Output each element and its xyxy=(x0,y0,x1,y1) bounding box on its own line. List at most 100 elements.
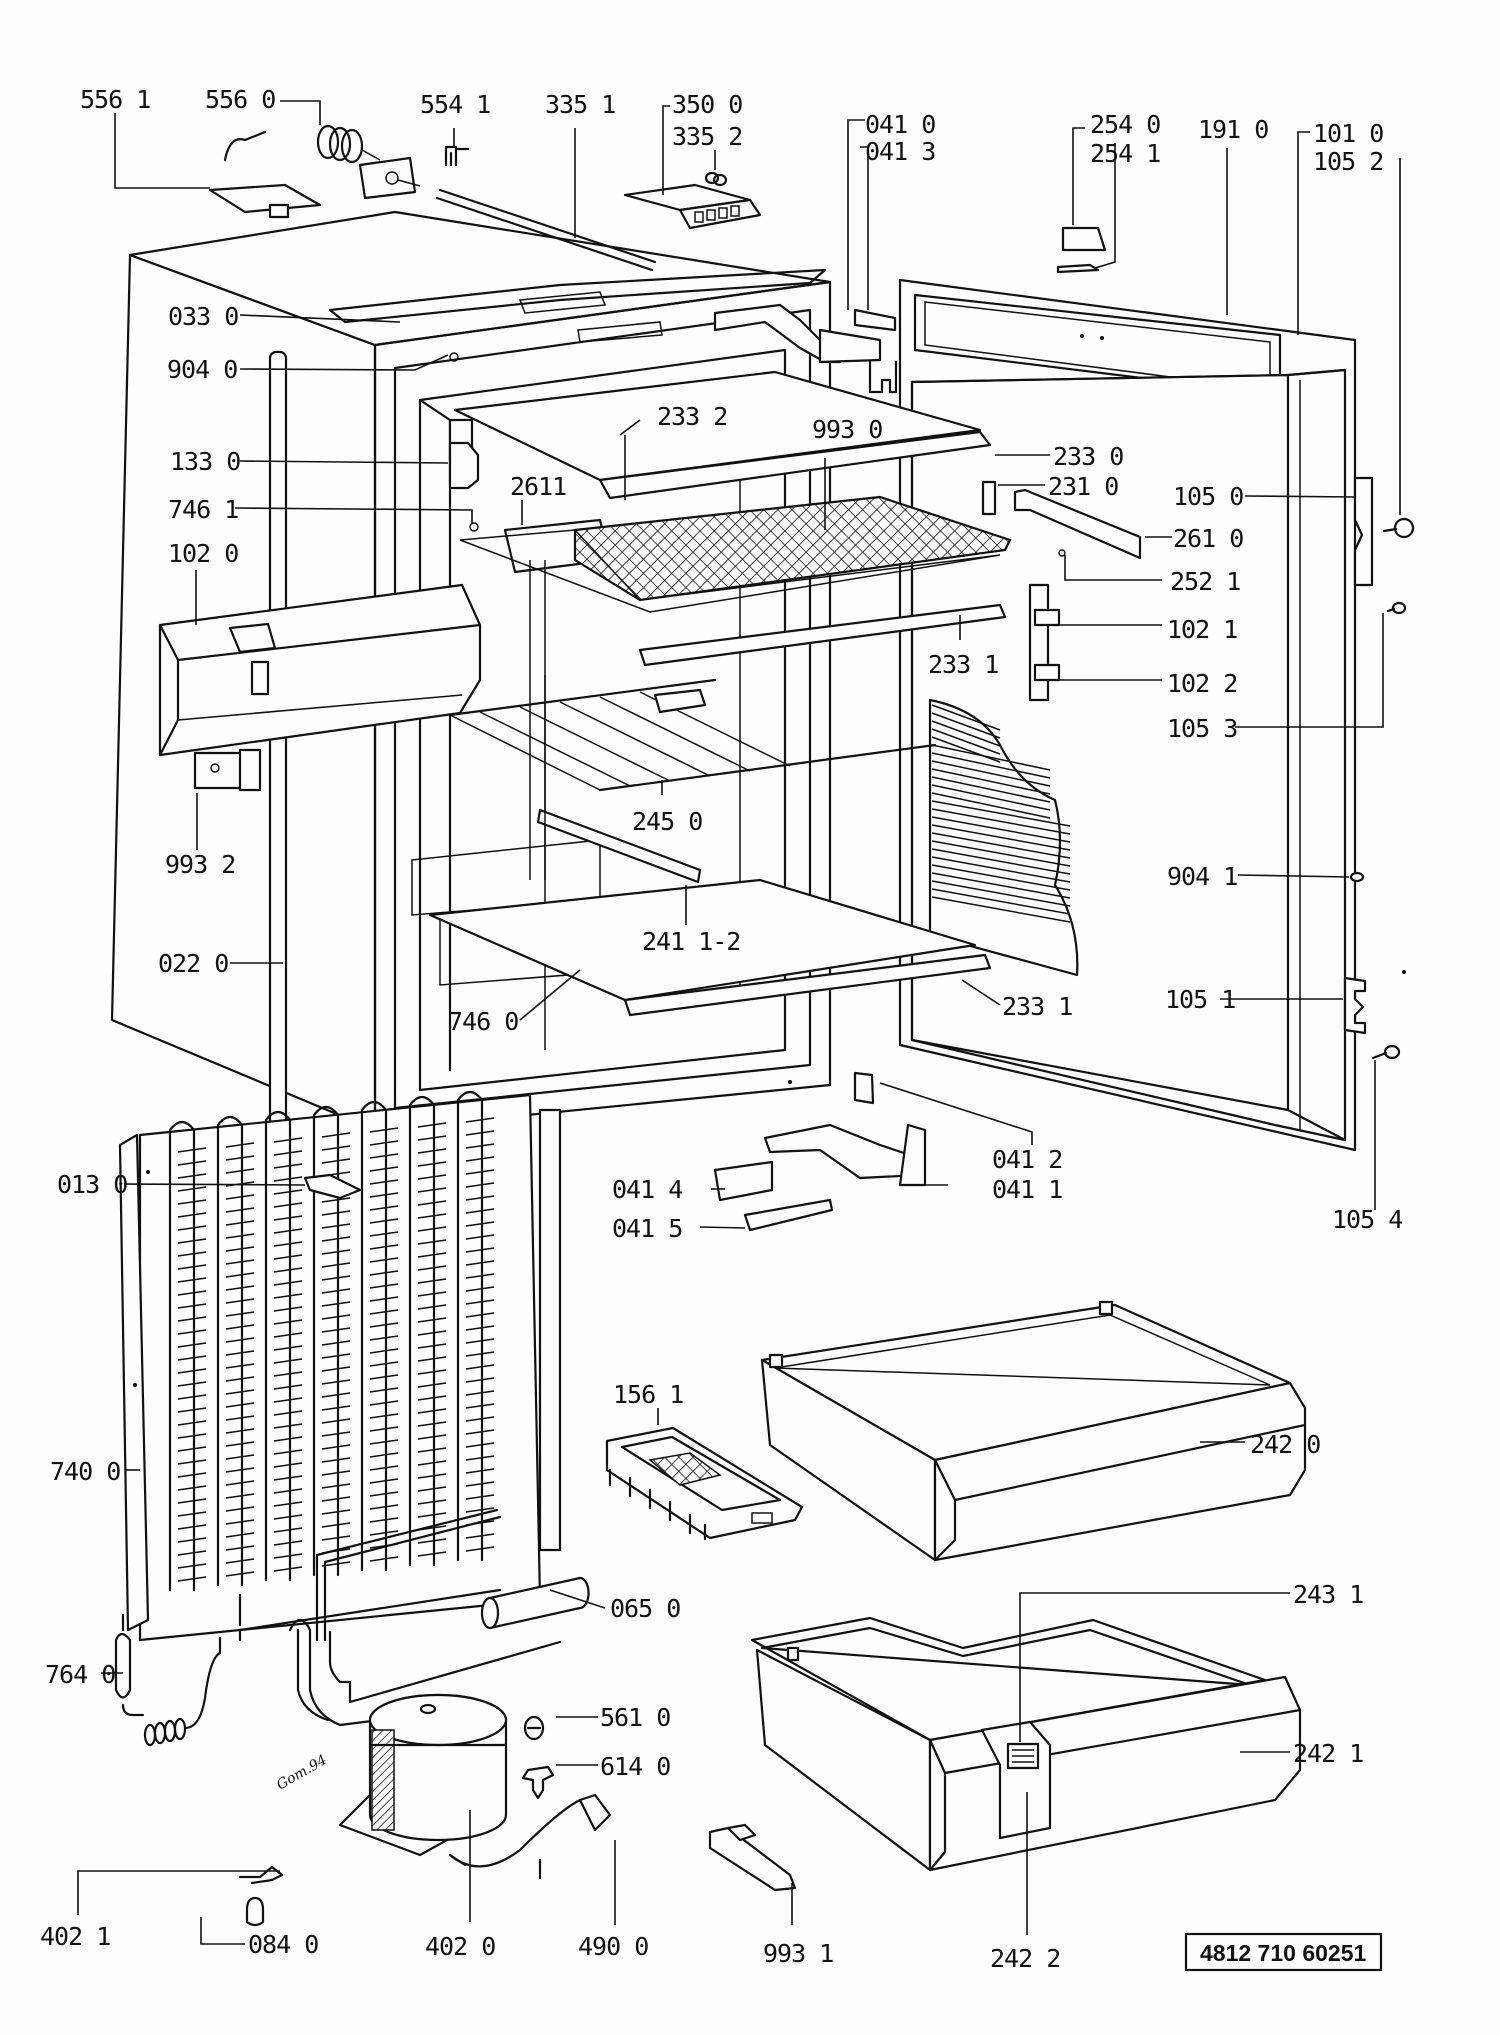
condenser-fin xyxy=(177,1511,207,1517)
label-904-0: 904 0 xyxy=(167,355,237,384)
condenser-fin xyxy=(417,1122,447,1128)
label-261-0: 261 0 xyxy=(1173,524,1243,553)
condenser-fin xyxy=(417,1252,447,1258)
hatch-line xyxy=(931,808,1071,835)
condenser-fin xyxy=(321,1158,351,1164)
label-554-1: 554 1 xyxy=(420,90,490,119)
label-764-0: 764 0 xyxy=(45,1660,115,1689)
condenser-fin xyxy=(369,1478,399,1484)
hatch-line xyxy=(931,832,1071,859)
condenser-fin xyxy=(177,1381,207,1387)
condenser-fin xyxy=(369,1426,399,1432)
condenser-fin xyxy=(465,1377,495,1383)
condenser-fin xyxy=(369,1439,399,1445)
condenser-fin xyxy=(321,1197,351,1203)
condenser-fin xyxy=(177,1186,207,1192)
hatch-line xyxy=(931,824,1071,851)
condenser-fin xyxy=(321,1392,351,1398)
label-102-2: 102 2 xyxy=(1167,669,1237,698)
label-335-1: 335 1 xyxy=(545,90,615,119)
condenser-fin xyxy=(321,1405,351,1411)
condenser-fin xyxy=(177,1173,207,1179)
label-335-2: 335 2 xyxy=(672,122,742,151)
door xyxy=(898,278,1357,1152)
condenser-fin xyxy=(465,1533,495,1539)
condenser-fin xyxy=(177,1563,207,1569)
condenser-fin xyxy=(273,1137,303,1143)
label-013-0: 013 0 xyxy=(57,1170,127,1199)
label-242-1: 242 1 xyxy=(1293,1739,1363,1768)
condenser-fin xyxy=(417,1239,447,1245)
label-105-0: 105 0 xyxy=(1173,482,1243,511)
condenser-fin xyxy=(273,1202,303,1208)
hatch-line xyxy=(931,792,1051,819)
door-hardware xyxy=(448,352,1415,1060)
hatch-line xyxy=(931,872,1071,899)
condenser-fin xyxy=(273,1410,303,1416)
condenser-fin xyxy=(225,1363,255,1369)
condenser-fin xyxy=(273,1319,303,1325)
condenser-fin xyxy=(369,1179,399,1185)
label-241-1-2: 241 1-2 xyxy=(642,927,740,956)
label-084-0: 084 0 xyxy=(248,1930,318,1959)
condenser-fin xyxy=(465,1182,495,1188)
condenser-fin xyxy=(321,1353,351,1359)
top-components xyxy=(208,124,1107,274)
condenser-fin xyxy=(321,1418,351,1424)
label-233-1-upper: 233 1 xyxy=(928,650,998,679)
label-065-0: 065 0 xyxy=(610,1594,680,1623)
condenser-fin xyxy=(321,1249,351,1255)
label-041-1: 041 1 xyxy=(992,1175,1062,1204)
condenser-fin xyxy=(417,1135,447,1141)
condenser-fin xyxy=(417,1512,447,1518)
condenser-fin xyxy=(225,1467,255,1473)
condenser-fin xyxy=(321,1379,351,1385)
condenser-fin xyxy=(177,1147,207,1153)
condenser-fin xyxy=(225,1389,255,1395)
condenser-fin xyxy=(273,1397,303,1403)
condenser-fin xyxy=(321,1561,351,1567)
condenser-fin xyxy=(177,1550,207,1556)
condenser-fin xyxy=(321,1132,351,1138)
label-746-1: 746 1 xyxy=(168,495,238,524)
condenser-fin xyxy=(321,1223,351,1229)
condenser-fin xyxy=(369,1335,399,1341)
thermostat-housing xyxy=(158,583,482,757)
condenser-fin xyxy=(465,1143,495,1149)
condenser-fin xyxy=(177,1498,207,1504)
label-105-4: 105 4 xyxy=(1332,1205,1402,1234)
condenser-fin xyxy=(369,1153,399,1159)
condenser-fin xyxy=(177,1524,207,1530)
condenser-fin xyxy=(177,1225,207,1231)
condenser-fin xyxy=(417,1421,447,1427)
mesh-shelf xyxy=(573,495,1012,602)
condenser-fin xyxy=(321,1236,351,1242)
condenser-fin xyxy=(465,1117,495,1123)
condenser-fin xyxy=(225,1350,255,1356)
condenser-fin xyxy=(465,1286,495,1292)
label-041-2: 041 2 xyxy=(992,1145,1062,1174)
condenser-fin xyxy=(465,1390,495,1396)
condenser-fin xyxy=(465,1429,495,1435)
condenser-fin xyxy=(225,1493,255,1499)
label-254-0: 254 0 xyxy=(1090,110,1160,139)
hatch-line xyxy=(931,704,1001,731)
crisper-drawer-242-0 xyxy=(760,1300,1307,1562)
condenser-fin xyxy=(177,1407,207,1413)
condenser-fin xyxy=(465,1468,495,1474)
condenser-fin xyxy=(321,1431,351,1437)
condenser-fin xyxy=(417,1395,447,1401)
door-insulation-hatch xyxy=(928,698,1079,977)
crisper-drawer-242-1 xyxy=(750,1616,1302,1872)
condenser-fin xyxy=(273,1254,303,1260)
label-402-0: 402 0 xyxy=(425,1932,495,1961)
condenser-fin xyxy=(225,1519,255,1525)
condenser-fin xyxy=(417,1447,447,1453)
label-041-5: 041 5 xyxy=(612,1214,682,1243)
label-233-2: 233 2 xyxy=(657,402,727,431)
condenser-fin xyxy=(417,1187,447,1193)
condenser-tube xyxy=(408,1095,436,1567)
condenser-fin xyxy=(465,1221,495,1227)
condenser-fin xyxy=(273,1176,303,1182)
condenser-fin xyxy=(177,1277,207,1283)
